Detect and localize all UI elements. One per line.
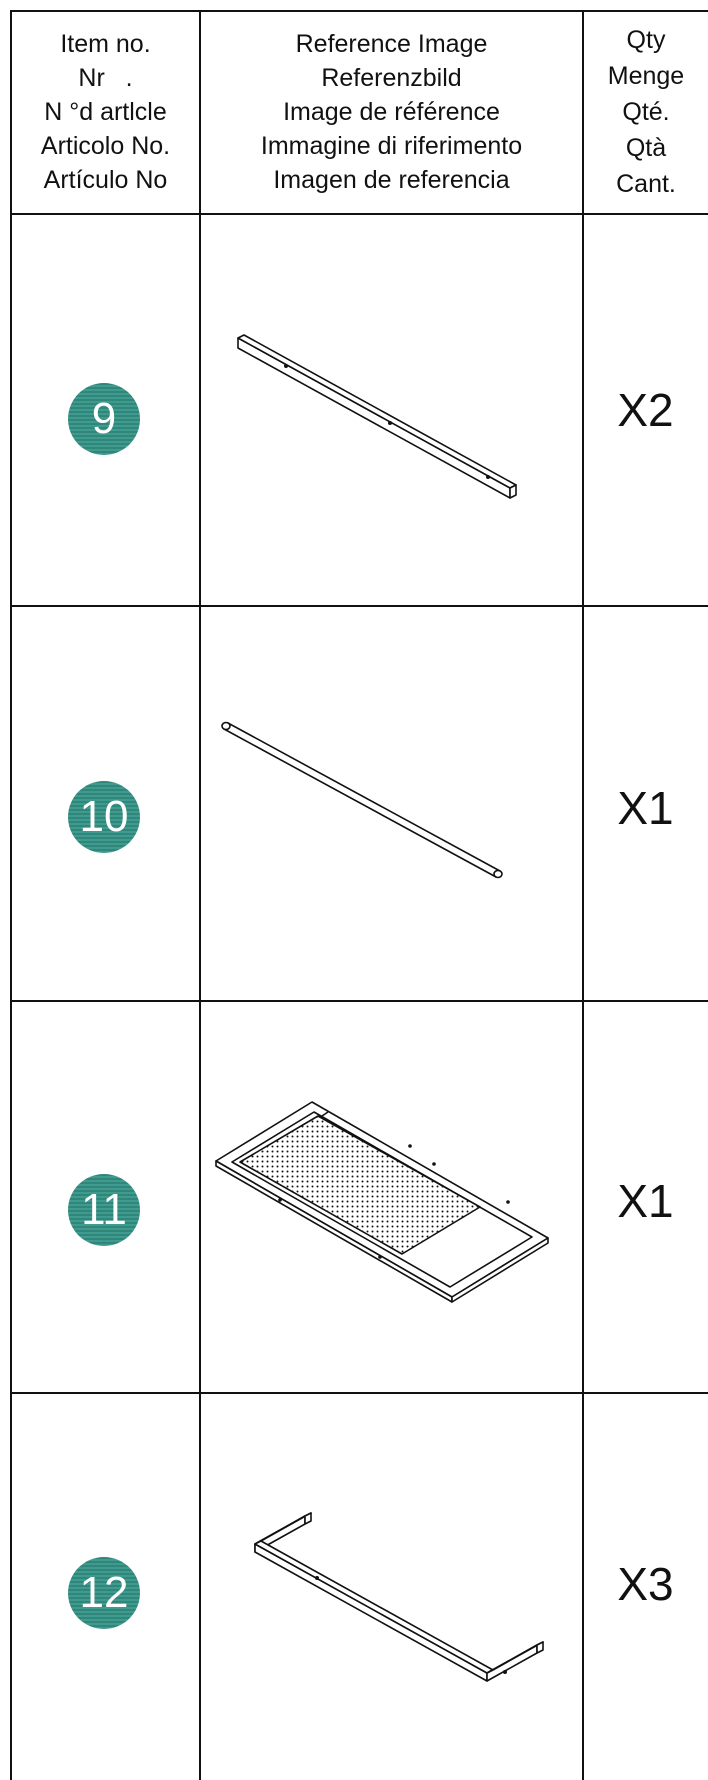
item-number-badge: 10 xyxy=(68,781,140,853)
row-divider xyxy=(10,605,708,607)
header-label: Image de référence xyxy=(283,97,500,126)
row-divider xyxy=(10,1392,708,1394)
header-label: Qté. xyxy=(622,97,670,126)
header-label: Cant. xyxy=(616,169,676,198)
header-label: Item no. xyxy=(60,29,151,58)
header-label: N °d artlcle xyxy=(44,97,167,126)
header-item-no: Item no. Nr . N °d artlcle Articolo No. … xyxy=(12,10,199,213)
round-rod-icon xyxy=(221,721,503,879)
item-number-badge: 12 xyxy=(68,1557,140,1629)
table-border-top xyxy=(10,10,708,12)
row-divider xyxy=(10,213,708,215)
header-label: Immagine di riferimento xyxy=(260,131,523,160)
column-divider xyxy=(582,10,584,1780)
table-row: 12 X3 xyxy=(10,1394,708,1780)
quantity-value: X1 xyxy=(617,1175,674,1227)
quantity-value: X1 xyxy=(617,782,674,834)
table-row: 11 X1 xyxy=(10,1002,708,1392)
square-tube-bar-icon xyxy=(237,334,517,499)
header-label: Nr . xyxy=(78,63,133,92)
header-reference-image: Reference Image Referenzbild Image de ré… xyxy=(201,10,582,213)
u-shaped-bracket-icon xyxy=(254,1512,544,1682)
item-number-badge: 11 xyxy=(68,1174,140,1246)
header-label: Menge xyxy=(607,61,685,90)
item-number-badge: 9 xyxy=(68,383,140,455)
table-row: 10 X1 xyxy=(10,607,708,1000)
perforated-panel-frame-icon xyxy=(215,1101,549,1303)
table-row: 9 X2 xyxy=(10,215,708,605)
header-label: Artículo No xyxy=(43,165,168,194)
quantity-value: X2 xyxy=(617,384,674,436)
header-label: Referenzbild xyxy=(321,63,462,92)
header-label: Qtà xyxy=(625,133,667,162)
table-border-left xyxy=(10,10,12,1780)
parts-table: Item no. Nr . N °d artlcle Articolo No. … xyxy=(10,10,708,1780)
header-label: Qty xyxy=(626,25,666,54)
header-qty: Qty Menge Qté. Qtà Cant. xyxy=(584,10,708,213)
row-divider xyxy=(10,1000,708,1002)
column-divider xyxy=(199,10,201,1780)
header-label: Imagen de referencia xyxy=(273,165,510,194)
header-label: Reference Image xyxy=(295,29,488,58)
header-label: Articolo No. xyxy=(40,131,171,160)
quantity-value: X3 xyxy=(617,1558,674,1610)
